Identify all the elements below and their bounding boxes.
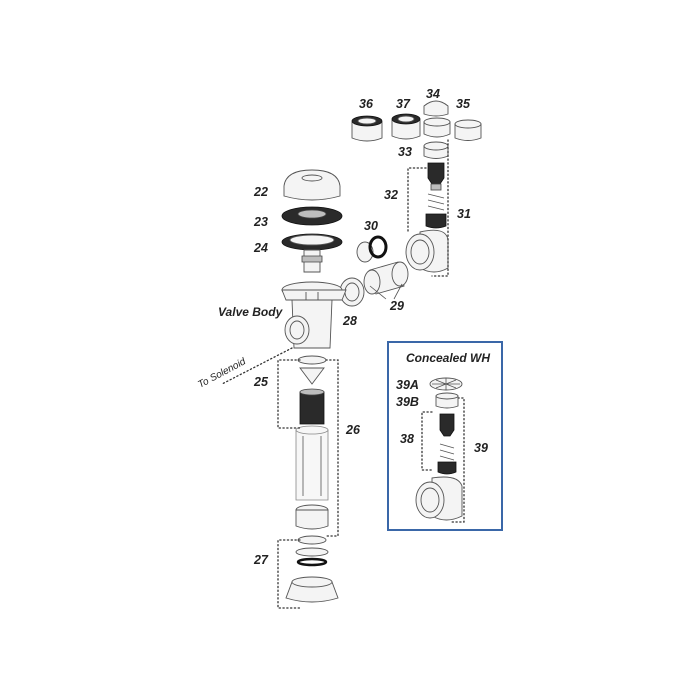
cap-34 [423, 100, 451, 138]
label-24: 24 [253, 241, 268, 255]
label-23: 23 [253, 215, 268, 229]
handle-coupling-31 [405, 229, 449, 273]
label-valve-body: Valve Body [218, 305, 284, 319]
label-36: 36 [359, 97, 374, 111]
base-27 [285, 535, 339, 603]
label-38: 38 [400, 432, 414, 446]
cap-37 [391, 113, 421, 140]
label-25: 25 [253, 375, 269, 389]
inset-title: Concealed WH [406, 351, 490, 365]
label-33: 33 [398, 145, 412, 159]
inset-box [387, 341, 503, 531]
label-29: 29 [389, 299, 404, 313]
label-26: 26 [345, 423, 361, 437]
label-34: 34 [426, 87, 440, 101]
inset-handle-39a [429, 377, 463, 391]
label-37: 37 [396, 97, 411, 111]
inset-coupling-39 [415, 476, 463, 521]
cap-35 [454, 119, 482, 141]
cover-22 [283, 169, 341, 201]
label-27: 27 [253, 553, 269, 567]
label-to-solenoid: To Solenoid [196, 356, 248, 391]
valve-body [281, 281, 347, 349]
inset-bushing-39b [435, 392, 459, 409]
label-39a: 39A [396, 378, 419, 392]
adapter-29 [363, 261, 409, 295]
cap-36 [351, 115, 383, 142]
handle-bushing-33 [423, 141, 449, 159]
inset-plunger-38 [437, 413, 457, 475]
bracket-lines [221, 139, 465, 609]
label-39: 39 [474, 441, 488, 455]
leader-lines [369, 283, 403, 300]
gasket-30 [356, 235, 388, 263]
label-30: 30 [364, 219, 378, 233]
cartridge-25 [297, 355, 327, 425]
label-32: 32 [384, 188, 398, 202]
label-35: 35 [456, 97, 471, 111]
guide-24 [281, 233, 343, 273]
plunger-32 [425, 162, 447, 229]
label-22: 22 [253, 185, 268, 199]
sight-tube-26 [295, 425, 329, 501]
label-31: 31 [457, 207, 471, 221]
label-28: 28 [342, 314, 357, 328]
collar-nut [295, 504, 329, 530]
label-39b: 39B [396, 395, 419, 409]
diaphragm-23 [281, 206, 343, 226]
